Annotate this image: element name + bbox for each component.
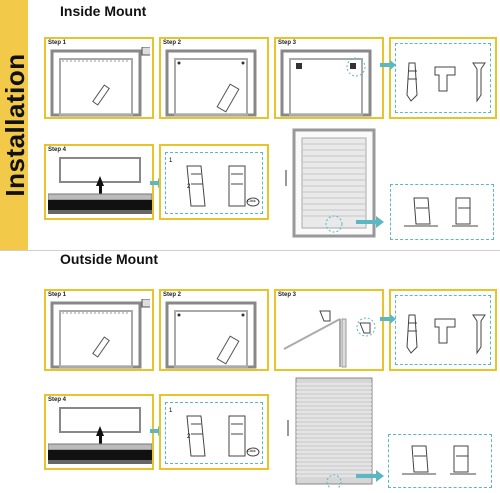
- bracket-release-illustration: [404, 197, 478, 227]
- blind-headrail-illustration: [48, 157, 152, 214]
- callout-arrow-icon: [380, 314, 396, 324]
- blind-headrail-illustration: [48, 407, 152, 464]
- inside-bracket-panel: 1 2 Click: [159, 144, 269, 220]
- bracket-release-illustration: [402, 445, 476, 475]
- step-label: Step 3: [278, 292, 297, 298]
- installed-blind-illustration: [287, 377, 373, 488]
- step-number-label: 1: [169, 158, 173, 164]
- sidebar-label: Installation: [0, 53, 30, 197]
- inside-step-4-panel: Step 4: [44, 144, 154, 220]
- step-label: Step 2: [163, 40, 182, 46]
- inside-hardware-panel: [389, 37, 497, 119]
- outside-release-panel: [386, 432, 496, 490]
- inside-step-3-panel: Step 3: [274, 37, 384, 119]
- section-divider: [0, 250, 500, 251]
- inside-step-1-panel: Step 1: [44, 37, 154, 119]
- outside-mount-title: Outside Mount: [60, 251, 158, 267]
- step-number-label: 2: [187, 434, 191, 440]
- outside-step-2-panel: Step 2: [159, 289, 269, 371]
- inside-step-2-panel: Step 2: [159, 37, 269, 119]
- window-frame-illustration: [280, 49, 372, 117]
- step-number-label: 2: [187, 184, 191, 190]
- window-frame-illustration: [165, 301, 257, 369]
- inside-mount-title: Inside Mount: [60, 3, 147, 19]
- hardware-illustration: [406, 314, 486, 355]
- outside-step-3-panel: Step 3: [274, 289, 384, 371]
- hardware-illustration: [406, 62, 486, 103]
- step-number-label: 1: [169, 408, 173, 414]
- bracket-snap-illustration: [186, 165, 260, 207]
- step-label: Step 2: [163, 292, 182, 298]
- outside-hardware-panel: [389, 289, 497, 371]
- callout-arrow-icon: [380, 60, 396, 70]
- click-label: Click: [247, 198, 256, 203]
- inside-release-panel: [386, 178, 496, 240]
- sidebar-banner: [0, 0, 28, 250]
- step-label: Step 3: [278, 40, 297, 46]
- step-label: Step 1: [48, 40, 67, 46]
- outside-bracket-panel: 1 2 Click: [159, 394, 269, 470]
- callout-arrow-icon: [356, 216, 384, 228]
- callout-arrow-icon: [356, 470, 384, 482]
- wall-bracket-illustration: [283, 310, 376, 368]
- step-label: Step 4: [48, 397, 67, 403]
- step-label: Step 1: [48, 292, 67, 298]
- window-frame-illustration: [165, 49, 257, 117]
- step-label: Step 4: [48, 147, 67, 153]
- outside-step-4-panel: Step 4: [44, 394, 154, 470]
- click-label: Click: [247, 448, 256, 453]
- window-frame-illustration: [50, 299, 150, 369]
- bracket-snap-illustration: [186, 415, 260, 457]
- outside-step-1-panel: Step 1: [44, 289, 154, 371]
- window-frame-illustration: [50, 47, 150, 117]
- installed-blind-illustration: [285, 128, 376, 238]
